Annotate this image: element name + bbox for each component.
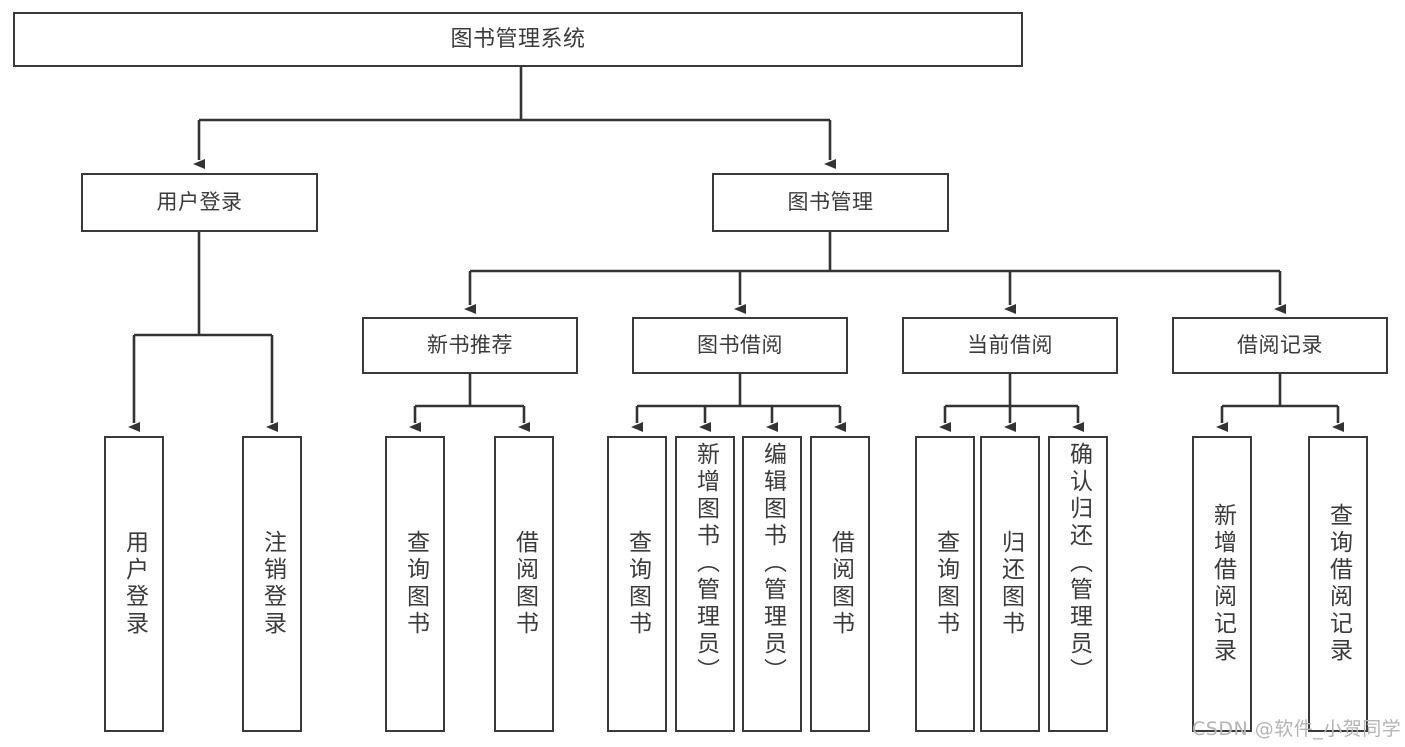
node-label: 借阅图书: [511, 530, 538, 638]
node-leaf-edit-book[interactable]: 编辑图书（管理员）: [742, 436, 802, 732]
node-label: 确认归还（管理员）: [1065, 442, 1092, 685]
node-root-system[interactable]: 图书管理系统: [13, 12, 1023, 67]
node-label: 新增图书（管理员）: [692, 442, 719, 685]
node-label: 图书管理系统: [450, 26, 586, 52]
node-label: 归还图书: [997, 530, 1024, 638]
node-label: 借阅记录: [1237, 333, 1323, 358]
node-label: 图书借阅: [697, 333, 783, 358]
node-label: 编辑图书（管理员）: [759, 442, 786, 685]
node-book-borrow[interactable]: 图书借阅: [632, 317, 848, 374]
node-book-management[interactable]: 图书管理: [712, 173, 949, 232]
node-leaf-return-book[interactable]: 归还图书: [980, 436, 1040, 732]
node-leaf-query-book-2[interactable]: 查询图书: [607, 436, 667, 732]
node-label: 用户登录: [156, 190, 243, 215]
node-user-login[interactable]: 用户登录: [81, 173, 318, 232]
node-current-borrow[interactable]: 当前借阅: [902, 317, 1118, 374]
node-leaf-logout-login[interactable]: 注销登录: [242, 436, 302, 732]
node-label: 新书推荐: [427, 333, 513, 358]
watermark: CSDN @软件_小贺同学: [1192, 718, 1402, 740]
node-new-book-recommend[interactable]: 新书推荐: [362, 317, 578, 374]
node-leaf-borrow-book-1[interactable]: 借阅图书: [494, 436, 554, 732]
node-leaf-user-login[interactable]: 用户登录: [104, 436, 164, 732]
node-label: 查询图书: [932, 530, 959, 638]
node-leaf-borrow-book-2[interactable]: 借阅图书: [810, 436, 870, 732]
node-leaf-confirm-return[interactable]: 确认归还（管理员）: [1048, 436, 1108, 732]
node-label: 新增借阅记录: [1209, 503, 1236, 665]
node-label: 注销登录: [259, 530, 286, 638]
node-leaf-query-book-1[interactable]: 查询图书: [385, 436, 445, 732]
node-leaf-add-record[interactable]: 新增借阅记录: [1192, 436, 1252, 732]
node-borrow-record[interactable]: 借阅记录: [1172, 317, 1388, 374]
node-label: 查询图书: [402, 530, 429, 638]
node-label: 借阅图书: [827, 530, 854, 638]
node-label: 查询借阅记录: [1325, 503, 1352, 665]
node-leaf-query-book-3[interactable]: 查询图书: [915, 436, 975, 732]
node-label: 用户登录: [121, 530, 148, 638]
node-leaf-query-record[interactable]: 查询借阅记录: [1308, 436, 1368, 732]
node-label: 当前借阅: [967, 333, 1053, 358]
node-label: 图书管理: [787, 190, 874, 215]
node-leaf-add-book[interactable]: 新增图书（管理员）: [675, 436, 735, 732]
node-label: 查询图书: [624, 530, 651, 638]
